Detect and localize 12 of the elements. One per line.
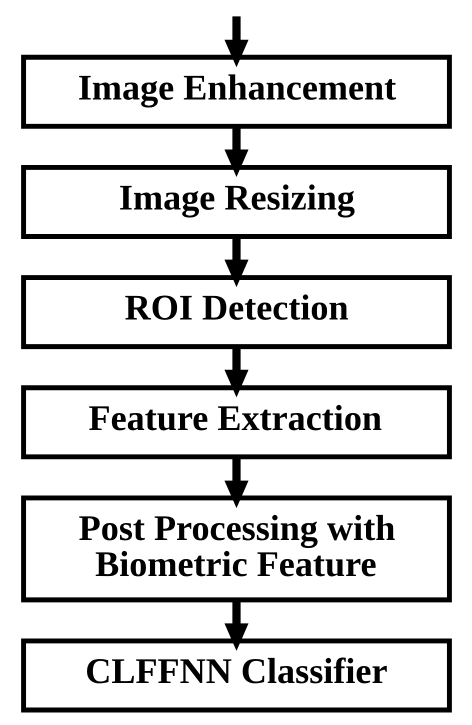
arrow [224,236,248,288]
arrow [224,600,248,651]
node-box: Image Resizing [20,164,452,239]
arrow [224,456,248,508]
node-box: Post Processing with Biometric Feature [20,495,452,602]
node-box: Image Enhancement [20,54,452,129]
node-box: ROI Detection [20,275,452,350]
arrow [224,126,248,177]
arrow [224,16,248,68]
node-box: Feature Extraction [20,385,452,460]
node-box: CLFFNN Classifier [20,638,452,712]
arrow [224,347,248,398]
